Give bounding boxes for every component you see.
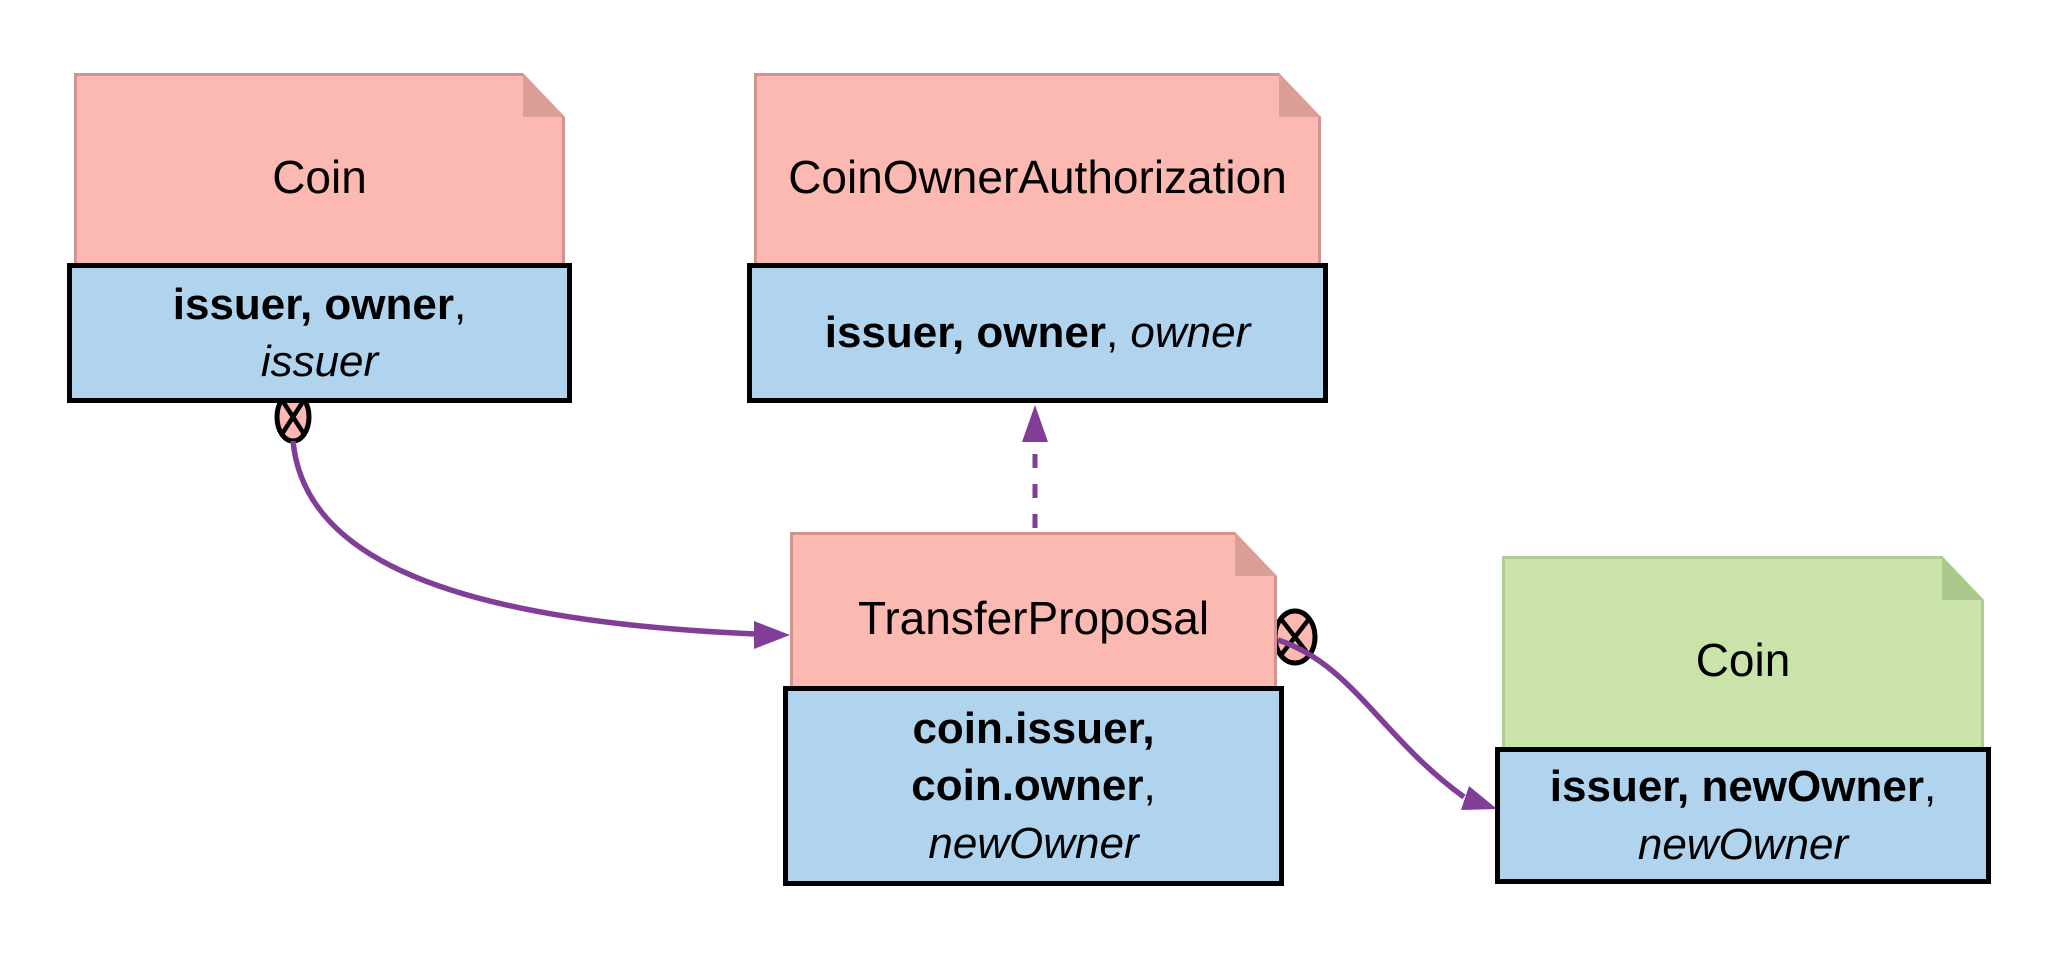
observers-text: newOwner — [928, 818, 1139, 868]
note-fold-icon — [1279, 73, 1321, 117]
observers-text: newOwner — [1637, 819, 1849, 869]
node-title: Coin — [1695, 634, 1791, 686]
observers-text: owner — [1130, 308, 1251, 358]
separator-text: , — [1923, 762, 1937, 812]
observers-line: newOwner — [1638, 816, 1848, 873]
signatories-text: coin.issuer, — [912, 704, 1155, 754]
node-title: Coin — [272, 150, 367, 203]
signatories-text: issuer, newOwner — [1549, 762, 1924, 812]
separator-text: , — [1105, 308, 1131, 358]
note-fold-icon — [1942, 556, 1984, 600]
signatory-observer-section: issuer, newOwner, newOwner — [1495, 747, 1991, 884]
signatories-text: issuer, owner — [824, 308, 1106, 358]
arrow-coin-to-transferproposal — [290, 440, 790, 649]
separator-text: , — [1143, 761, 1156, 811]
note-fold-icon — [1235, 532, 1277, 576]
node-header: CoinOwnerAuthorization — [754, 73, 1321, 263]
signatories-line: coin.issuer, — [912, 700, 1154, 757]
signatories-text: coin.owner — [911, 761, 1144, 811]
node-title: TransferProposal — [857, 591, 1210, 644]
node-header: TransferProposal — [790, 532, 1277, 686]
signatory-observer-section: issuer, owner, owner — [747, 263, 1328, 403]
arrow-transferproposal-to-newcoin — [1277, 637, 1497, 810]
archive-choice-icon — [1272, 608, 1318, 666]
signatories-line: issuer, owner, — [173, 276, 466, 333]
signatories-line: issuer, owner, owner — [825, 304, 1251, 361]
separator-text: , — [454, 279, 467, 329]
observers-line: newOwner — [928, 815, 1138, 872]
note-fold-icon — [523, 73, 565, 117]
observers-line: issuer — [261, 333, 378, 390]
node-header: Coin — [1502, 556, 1984, 747]
dashed-arrow-transferproposal-to-authorization — [1022, 405, 1048, 528]
signatory-observer-section: coin.issuer, coin.owner, newOwner — [783, 686, 1284, 886]
node-header: Coin — [74, 73, 565, 263]
signatories-text: issuer, owner — [172, 279, 454, 329]
node-title: CoinOwnerAuthorization — [788, 150, 1287, 203]
signatory-observer-section: issuer, owner, issuer — [67, 263, 572, 403]
signatories-line: issuer, newOwner, — [1550, 758, 1936, 815]
signatories-line: coin.owner, — [911, 757, 1155, 814]
observers-text: issuer — [260, 337, 379, 386]
